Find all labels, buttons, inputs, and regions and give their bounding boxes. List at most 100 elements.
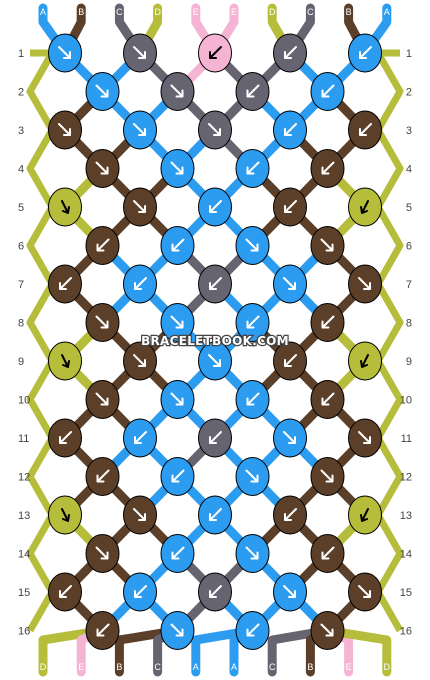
knot-arrow-icon (171, 469, 185, 483)
knot (123, 418, 157, 458)
knot-arrow-icon (321, 546, 335, 560)
knot (348, 418, 382, 458)
knot-arrow-icon (321, 392, 335, 406)
knot (273, 33, 307, 73)
row-number: 13 (18, 510, 30, 522)
bottom-strand-label: E (346, 662, 352, 672)
row-number: 3 (18, 125, 24, 137)
knot-arrow-icon (358, 431, 371, 444)
knot-layer (48, 33, 382, 650)
knot (48, 264, 82, 304)
knot (160, 534, 195, 573)
knot (48, 187, 82, 227)
knot (85, 534, 120, 573)
braceletbook-watermark: BRACELETBOOK.COM (141, 334, 289, 348)
row-number: 5 (18, 202, 24, 214)
row-number: 8 (18, 318, 24, 330)
top-strand-label: C (116, 7, 123, 17)
top-strand-label: E (193, 7, 199, 17)
row-number: 7 (406, 279, 412, 291)
knot-arrow-icon (358, 277, 371, 290)
knot (348, 33, 382, 73)
knot-arrow-icon (283, 277, 296, 290)
knot (273, 418, 307, 458)
knot (273, 110, 307, 150)
knot (123, 33, 157, 73)
knot-arrow-icon (209, 277, 222, 290)
knot-arrow-icon (61, 200, 70, 214)
knot-arrow-icon (96, 623, 110, 637)
knot (160, 303, 195, 342)
knot (48, 572, 82, 612)
knot-arrow-icon (209, 200, 222, 213)
row-number: 12 (400, 472, 412, 484)
bottom-strand-label: D (40, 662, 47, 672)
knot (273, 572, 307, 612)
bottom-strand-label: A (193, 662, 199, 672)
knot-arrow-icon (284, 123, 297, 136)
knot-arrow-icon (360, 200, 369, 214)
bottom-strand (323, 626, 392, 677)
top-strand-label: B (78, 7, 84, 17)
knot (48, 341, 82, 381)
knot-arrow-icon (171, 238, 185, 252)
bottom-strand-label: E (78, 662, 84, 672)
knot (198, 418, 232, 458)
knot (123, 264, 157, 304)
row-number: 15 (18, 587, 30, 599)
bottom-strand-label: C (154, 662, 161, 672)
row-number: 9 (406, 356, 412, 368)
row-number: 5 (406, 202, 412, 214)
knot-arrow-icon (284, 46, 297, 59)
knot (273, 341, 307, 381)
edge-strand (374, 49, 404, 633)
knot-arrow-icon (133, 508, 146, 521)
bottom-strand-label: D (384, 662, 391, 672)
knot-arrow-icon (246, 84, 260, 98)
knot (235, 457, 270, 496)
knot (48, 495, 82, 535)
knot-arrow-icon (134, 431, 147, 444)
knot (235, 149, 270, 188)
knot-arrow-icon (321, 315, 335, 329)
knot-arrow-icon (96, 469, 110, 483)
row-number: 14 (18, 549, 30, 561)
knot (85, 226, 120, 265)
knot (48, 110, 82, 150)
knot (310, 149, 345, 188)
top-strand-label: A (40, 7, 46, 17)
knot-arrow-icon (359, 123, 372, 136)
knot (273, 495, 307, 535)
top-strand-label: C (307, 7, 314, 17)
knot-arrow-icon (283, 585, 296, 598)
knot (198, 495, 232, 535)
row-number: 11 (18, 433, 29, 445)
knot (85, 380, 120, 419)
knot (235, 611, 270, 650)
row-number: 3 (406, 125, 412, 137)
knot-arrow-icon (358, 585, 371, 598)
row-number: 9 (18, 356, 24, 368)
knot (273, 187, 307, 227)
knot (123, 495, 157, 535)
knot-arrow-icon (59, 277, 72, 290)
knot (198, 110, 232, 150)
bottom-strand (114, 626, 182, 677)
knot (348, 264, 382, 304)
knot-arrow-icon (283, 431, 296, 444)
knot-arrow-icon (284, 200, 297, 213)
knot (310, 611, 345, 650)
row-number: 10 (400, 395, 412, 407)
knot-arrow-icon (208, 354, 221, 367)
knot (348, 187, 382, 227)
knot-arrow-icon (61, 508, 70, 522)
knot-arrow-icon (209, 585, 222, 598)
knot (310, 303, 345, 342)
bottom-strand-label: B (307, 662, 313, 672)
knot-arrow-icon (59, 585, 72, 598)
knot-arrow-icon (170, 623, 184, 637)
knot (198, 341, 232, 381)
knot-arrow-icon (133, 46, 146, 59)
knot (160, 149, 195, 188)
